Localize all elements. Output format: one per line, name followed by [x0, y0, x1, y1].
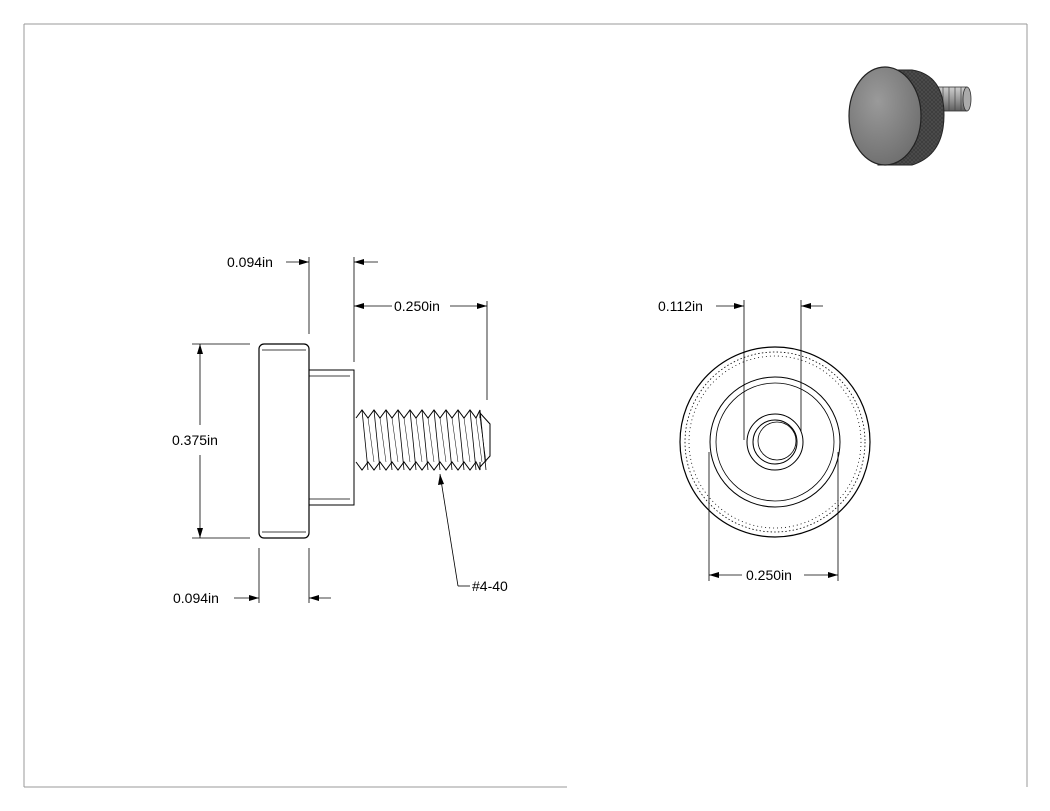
knurl-inner-circle	[688, 355, 862, 529]
dim-head-width-bottom: 0.094in	[173, 548, 331, 606]
shoulder	[309, 369, 355, 506]
dim-head-diameter: 0.375in	[172, 343, 250, 539]
dim-thread-length: 0.250in	[354, 298, 488, 400]
dim-head-width-top: 0.094in	[227, 254, 378, 362]
front-view: 0.112in 0.250in	[658, 298, 871, 583]
thread-callout: #4-40	[438, 473, 508, 594]
render-head	[848, 66, 945, 166]
isometric-render	[848, 66, 972, 166]
dim-thread-diameter: 0.112in	[658, 298, 823, 440]
threaded-shaft	[353, 409, 491, 471]
dim-label-head-width-top: 0.094in	[227, 254, 273, 270]
thread-end-circle	[757, 421, 797, 461]
dim-shoulder-diameter: 0.250in	[708, 452, 839, 583]
head-outer-circle	[679, 346, 871, 538]
knurled-head	[258, 343, 310, 539]
thread-label: #4-40	[472, 578, 508, 594]
dim-label-head-width-bottom: 0.094in	[173, 590, 219, 606]
knurl-edge-circle	[684, 351, 866, 533]
render-cap	[848, 66, 922, 166]
thread-minor-circle	[752, 419, 798, 465]
dim-label-thread-length: 0.250in	[394, 298, 440, 314]
shoulder-circle	[709, 376, 841, 508]
dim-label-shoulder-diameter: 0.250in	[746, 567, 792, 583]
dim-label-thread-diameter: 0.112in	[658, 298, 703, 314]
side-view: 0.094in 0.250in 0.375in	[172, 254, 508, 606]
dim-label-head-diameter: 0.375in	[172, 432, 218, 448]
sheet-border	[23, 23, 1028, 788]
shoulder-inner-circle	[715, 382, 835, 502]
thread-major-circle	[746, 413, 804, 471]
